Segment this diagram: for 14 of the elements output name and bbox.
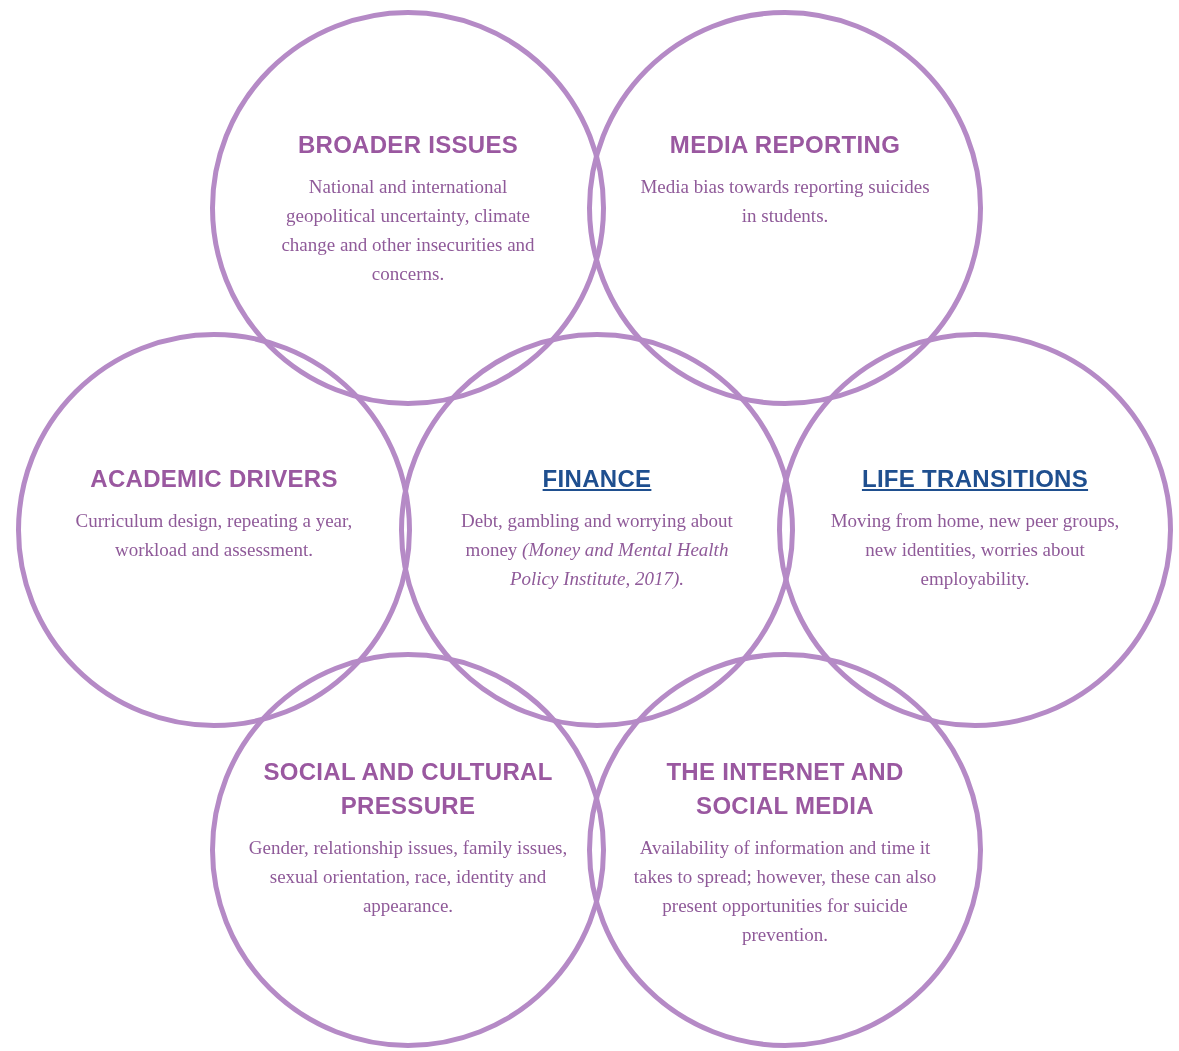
circle-heading: THE INTERNET AND SOCIAL MEDIA [665, 757, 905, 821]
description-text: Media bias towards reporting suicides in students. [639, 175, 931, 228]
description-text: Gender, relationship issues, family issues, sexual orientation, race, identity and appearance. [247, 836, 569, 918]
description-text: Availability of information and time it takes to spread; however, these can also present opportunities for suicide prevention. [632, 836, 938, 947]
description-text: Curriculum design, repeating a year, workload and assessment. [74, 509, 354, 562]
circle-heading: SOCIAL AND CULTURAL PRESSURE [262, 757, 554, 821]
circle-heading: MEDIA REPORTING [668, 130, 902, 160]
description-text: Moving from home, new peer groups, new identities, worries about employability. [830, 509, 1120, 591]
circle-heading: BROADER ISSUES [296, 130, 520, 160]
circle-heading: ACADEMIC DRIVERS [89, 464, 339, 494]
heading-link: LIFE TRANSITIONS [861, 464, 1089, 494]
description-text: National and international geopolitical uncertainty, climate change and other insecurities and concerns. [280, 175, 536, 286]
heading-link: FINANCE [542, 464, 652, 494]
description-text: Debt, gambling and worrying about money (Money and Mental Health Policy Institute, 2017). [460, 509, 734, 591]
